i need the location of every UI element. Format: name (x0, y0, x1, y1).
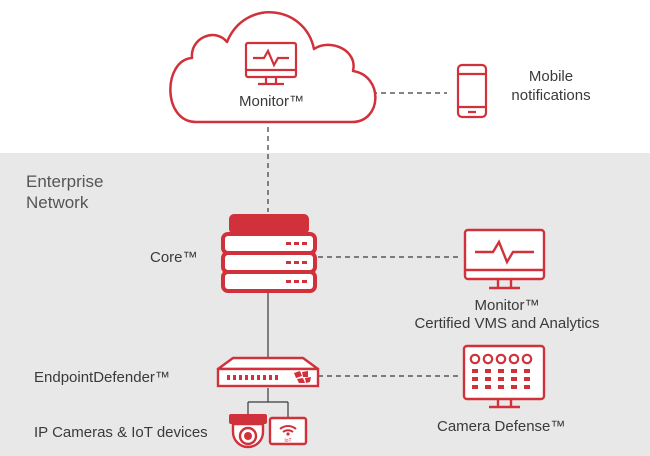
monitor-cloud-label: Monitor™ (239, 93, 305, 110)
mobile-notifications-label: Mobile notifications (496, 67, 606, 105)
brand-mark-icon (294, 371, 311, 383)
ip-cameras-label: IP Cameras & IoT devices (34, 424, 208, 441)
camera-defense-display-icon (462, 344, 546, 409)
iot-wifi-icon: IoT (268, 416, 308, 446)
enterprise-network-zone (0, 153, 650, 456)
camera-defense-label: Camera Defense™ (437, 418, 566, 435)
mobile-label-line2: notifications (511, 87, 591, 104)
dome-camera-icon (229, 414, 267, 449)
monitor-vms-line2: Certified VMS and Analytics (414, 315, 600, 332)
zone-label-line1: Enterprise (26, 172, 104, 191)
vms-monitor-icon (463, 228, 546, 290)
monitor-vms-label: Monitor™ Certified VMS and Analytics (392, 297, 622, 333)
network-switch-icon (216, 356, 320, 388)
monitor-icon (244, 41, 298, 86)
cloud-icon (169, 11, 377, 124)
iot-badge-label: IoT (284, 438, 291, 444)
zone-label-line2: Network (26, 193, 89, 212)
monitor-vms-line1: Monitor™ (474, 297, 540, 314)
smartphone-icon (456, 63, 488, 119)
mobile-label-line1: Mobile (528, 68, 574, 85)
endpoint-defender-label: EndpointDefender™ (34, 369, 170, 386)
enterprise-network-label: Enterprise Network (26, 171, 103, 213)
core-label: Core™ (150, 249, 198, 266)
server-stack-icon (221, 214, 317, 293)
